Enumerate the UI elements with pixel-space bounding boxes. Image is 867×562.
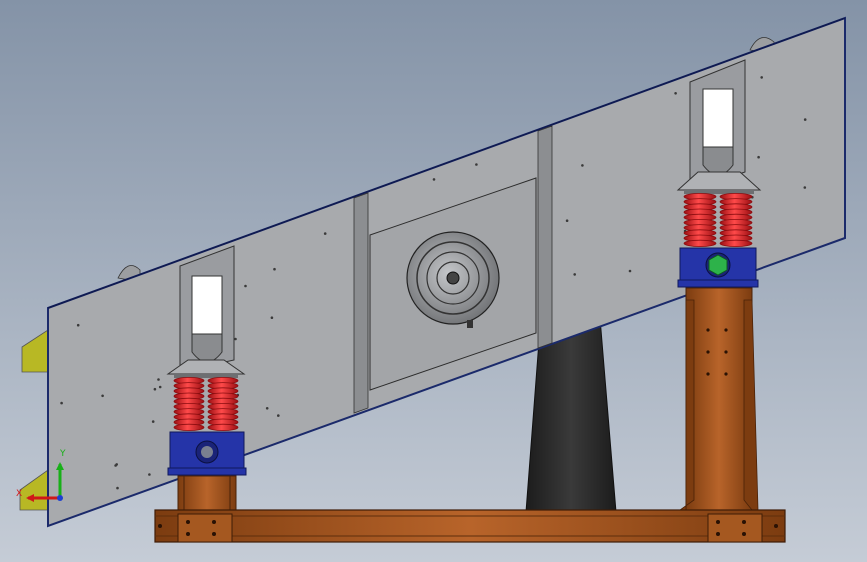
axis-triad: X Y [16, 449, 66, 502]
pedestal-right [678, 287, 759, 511]
axis-y-label: Y [59, 449, 66, 459]
stiffener-ribs [353, 125, 553, 414]
pedestal-left [177, 475, 237, 511]
spring-mount-right [676, 59, 762, 288]
feed-chute [19, 329, 49, 511]
exciter-motor [406, 231, 500, 328]
deck-top-edge [47, 17, 846, 309]
axis-x-label: X [16, 489, 22, 499]
base-frame-beam [154, 509, 786, 543]
spring-mount-left [166, 245, 247, 476]
